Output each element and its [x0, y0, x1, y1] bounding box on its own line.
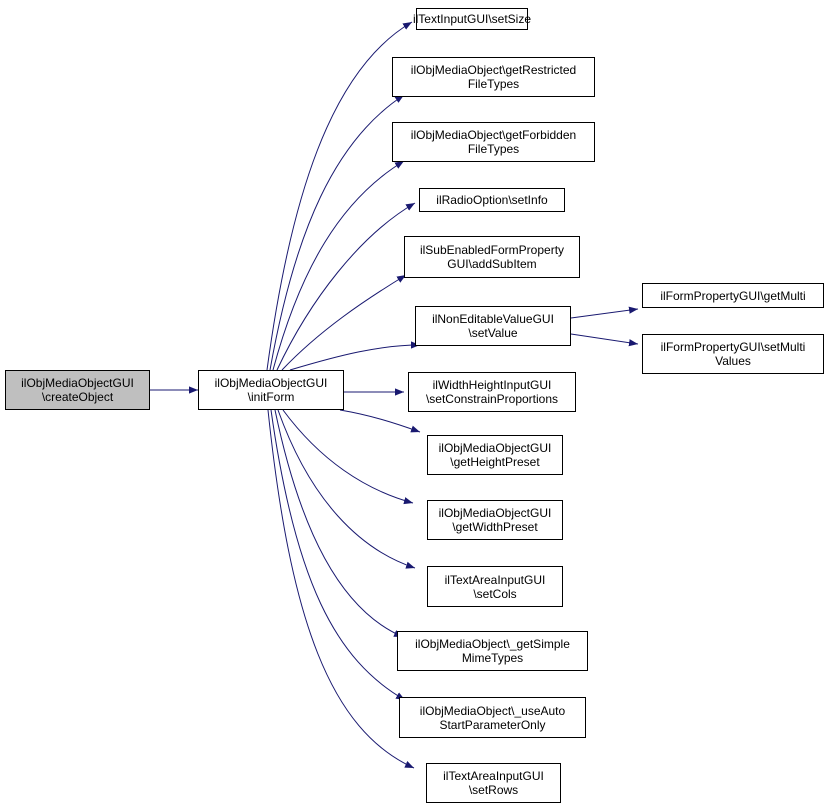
node-setInfo[interactable]: ilRadioOption\setInfo: [419, 188, 565, 212]
node-label-line: ilTextInputGUI\setSize: [412, 12, 532, 26]
edge-initForm-to-useAutoStart: [270, 409, 406, 701]
node-createObject: ilObjMediaObjectGUI\createObject: [5, 370, 150, 410]
edge-initForm-to-setCols: [277, 409, 416, 569]
node-label-line: ilObjMediaObject\getRestricted: [410, 63, 577, 77]
node-label-line: FileTypes: [467, 142, 520, 156]
edge-initForm-to-setValue: [289, 341, 421, 371]
edge-initForm-to-getRestricted: [269, 94, 405, 371]
node-label-line: FileTypes: [467, 77, 520, 91]
node-label-line: \setConstrainProportions: [425, 392, 559, 406]
node-label-line: ilObjMediaObject\_getSimple: [415, 637, 570, 651]
edge-setValue-to-setMultiValues: [570, 333, 639, 347]
edge-initForm-to-getForbidden: [272, 160, 405, 371]
node-label-line: ilFormPropertyGUI\getMulti: [660, 288, 806, 303]
node-getHeightPreset[interactable]: ilObjMediaObjectGUI\getHeightPreset: [427, 435, 563, 475]
node-label-line: \getWidthPreset: [452, 520, 538, 534]
node-label-line: MimeTypes: [461, 651, 524, 665]
node-label-line: ilObjMediaObject\_useAuto: [419, 703, 566, 718]
node-label-line: Values: [715, 354, 751, 368]
node-initForm[interactable]: ilObjMediaObjectGUI\initForm: [198, 370, 344, 410]
node-label-line: \createObject: [41, 390, 114, 404]
node-setRows[interactable]: ilTextAreaInputGUI\setRows: [426, 763, 561, 803]
edge-initForm-to-getHeightPreset: [339, 409, 421, 433]
edge-setValue-to-getMulti: [570, 306, 639, 319]
node-label-line: ilWidthHeightInputGUI: [432, 378, 552, 392]
node-label-line: \getHeightPreset: [450, 455, 540, 469]
node-getWidthPreset[interactable]: ilObjMediaObjectGUI\getWidthPreset: [427, 500, 563, 540]
node-label-line: ilObjMediaObjectGUI: [21, 376, 134, 390]
node-label-line: \setRows: [468, 783, 519, 797]
edge-initForm-to-setInfo: [276, 202, 416, 371]
node-setCols[interactable]: ilTextAreaInputGUI\setCols: [427, 566, 563, 607]
edge-initForm-to-setRows: [267, 409, 415, 769]
node-label-line: ilNonEditableValueGUI: [432, 312, 554, 326]
node-label-line: ilSubEnabledFormProperty: [419, 243, 565, 257]
node-label-line: GUI\addSubItem: [447, 257, 537, 271]
node-label-line: ilRadioOption\setInfo: [436, 193, 548, 207]
node-label-line: ilTextAreaInputGUI: [444, 572, 546, 587]
node-label-line: StartParameterOnly: [439, 717, 546, 732]
edge-initForm-to-setSize: [266, 21, 413, 371]
node-setValue[interactable]: ilNonEditableValueGUI\setValue: [415, 306, 571, 346]
edge-initForm-to-addSubItem: [281, 274, 407, 371]
node-label-line: \setValue: [468, 326, 518, 340]
node-getMulti[interactable]: ilFormPropertyGUI\getMulti: [642, 283, 824, 308]
node-label-line: ilObjMediaObjectGUI: [214, 376, 328, 390]
node-label-line: ilTextAreaInputGUI: [443, 769, 544, 783]
node-setSize[interactable]: ilTextInputGUI\setSize: [412, 8, 532, 30]
node-label-line: ilFormPropertyGUI\setMulti: [660, 340, 806, 354]
node-label-line: ilObjMediaObjectGUI: [438, 506, 552, 520]
node-label-line: \initForm: [247, 390, 295, 404]
edge-initForm-to-getSimpleMime: [274, 409, 404, 638]
node-label-line: \setCols: [473, 586, 517, 601]
node-label-line: ilObjMediaObject\getForbidden: [410, 128, 577, 142]
node-setConstrain[interactable]: ilWidthHeightInputGUI\setConstrainPropor…: [408, 372, 576, 412]
edge-initForm-to-getWidthPreset: [282, 409, 414, 505]
node-label-line: ilObjMediaObjectGUI: [438, 441, 552, 455]
